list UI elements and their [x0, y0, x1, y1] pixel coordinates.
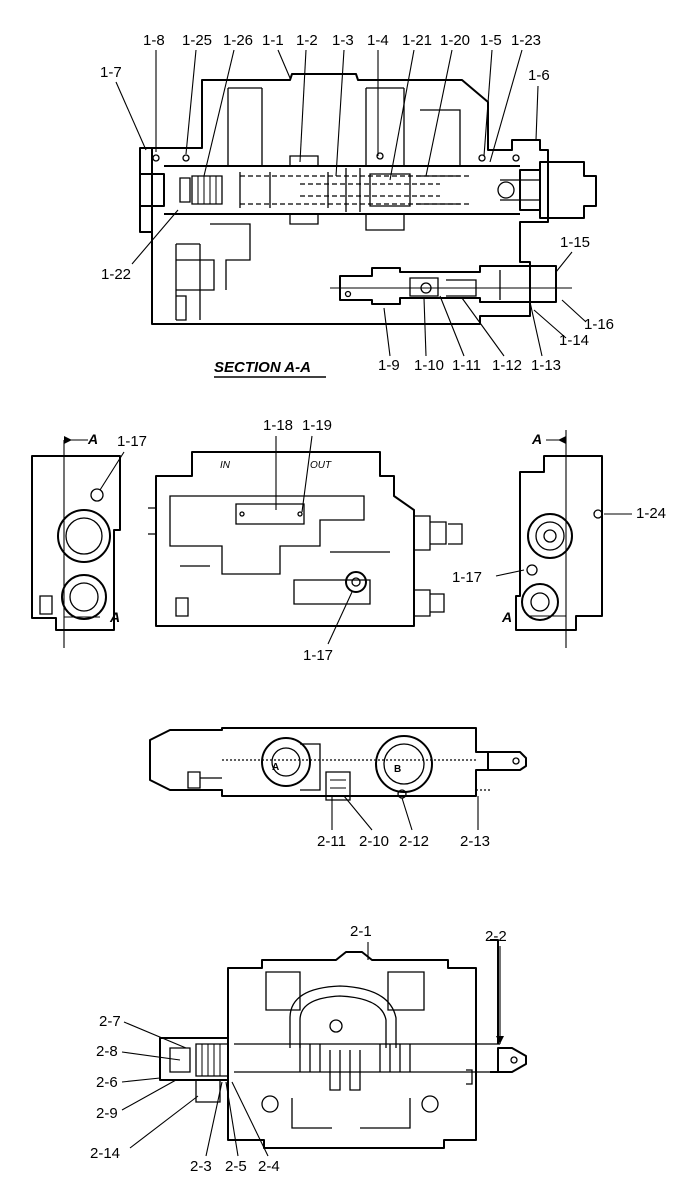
top-view: A B [149, 727, 527, 801]
callout-1-15: 1-15 [560, 234, 590, 251]
callout-1-21: 1-21 [402, 32, 432, 49]
section-a-a-title: SECTION A-A [214, 359, 311, 376]
callout-1-24: 1-24 [636, 505, 666, 522]
callout-1-7: 1-7 [100, 64, 122, 81]
plate-label-out: OUT [310, 460, 332, 471]
callout-2-10: 2-10 [359, 833, 389, 850]
callout-1-16: 1-16 [584, 316, 614, 333]
callout-1-25: 1-25 [182, 32, 212, 49]
callout-1-17-right: 1-17 [452, 569, 482, 586]
section-callouts: 1-8 1-25 1-26 1-1 1-2 1-3 1-4 1-21 1-20 … [100, 32, 614, 378]
callout-2-3: 2-3 [190, 1158, 212, 1175]
callout-1-8: 1-8 [143, 32, 165, 49]
callout-2-14: 2-14 [90, 1145, 120, 1162]
section-2-callouts: 2-1 2-2 2-7 2-8 2-6 2-9 2-14 2-3 2-5 2-4 [90, 923, 507, 1175]
callout-1-26: 1-26 [223, 32, 253, 49]
callout-1-18: 1-18 [263, 417, 293, 434]
plate-label-in: IN [220, 460, 231, 471]
callout-2-2: 2-2 [485, 928, 507, 945]
port-label-a: A [272, 762, 279, 773]
callout-2-7: 2-7 [99, 1013, 121, 1030]
callout-2-13: 2-13 [460, 833, 490, 850]
callout-1-12: 1-12 [492, 357, 522, 374]
section-2-drawing [159, 939, 527, 1149]
left-end-view: A A 1-17 [31, 431, 147, 648]
callout-1-20: 1-20 [440, 32, 470, 49]
callout-1-11: 1-11 [452, 357, 481, 374]
section-a-a-drawing [139, 73, 597, 325]
callout-1-10: 1-10 [414, 357, 444, 374]
section-mark-left-top: A [87, 431, 98, 447]
callout-1-22: 1-22 [101, 266, 131, 283]
callout-2-12: 2-12 [399, 833, 429, 850]
callout-1-2: 1-2 [296, 32, 318, 49]
section-mark-right-bottom: A [501, 609, 512, 625]
callout-1-13: 1-13 [531, 357, 561, 374]
callout-1-1: 1-1 [262, 32, 284, 49]
callout-2-1: 2-1 [350, 923, 372, 940]
callout-2-5: 2-5 [225, 1158, 247, 1175]
callout-2-11: 2-11 [317, 833, 346, 850]
section-mark-right-top: A [531, 431, 542, 447]
port-label-b: B [394, 764, 401, 775]
callout-1-19: 1-19 [302, 417, 332, 434]
callout-1-3: 1-3 [332, 32, 354, 49]
callout-1-5: 1-5 [480, 32, 502, 49]
callout-2-9: 2-9 [96, 1105, 118, 1122]
callout-2-6: 2-6 [96, 1074, 118, 1091]
top-view-callouts: 2-11 2-10 2-12 2-13 [317, 795, 490, 850]
section-mark-left-bottom: A [109, 609, 120, 625]
callout-1-17-center: 1-17 [303, 647, 333, 664]
callout-2-8: 2-8 [96, 1043, 118, 1060]
front-view: IN OUT 1-18 1-19 1-17 [148, 417, 463, 664]
callout-1-14: 1-14 [559, 332, 589, 349]
callout-1-9: 1-9 [378, 357, 400, 374]
callout-1-23: 1-23 [511, 32, 541, 49]
callout-1-4: 1-4 [367, 32, 389, 49]
callout-1-17-left: 1-17 [117, 433, 147, 450]
callout-1-6: 1-6 [528, 67, 550, 84]
callout-2-4: 2-4 [258, 1158, 280, 1175]
right-end-view: A A 1-17 1-24 [452, 430, 666, 648]
